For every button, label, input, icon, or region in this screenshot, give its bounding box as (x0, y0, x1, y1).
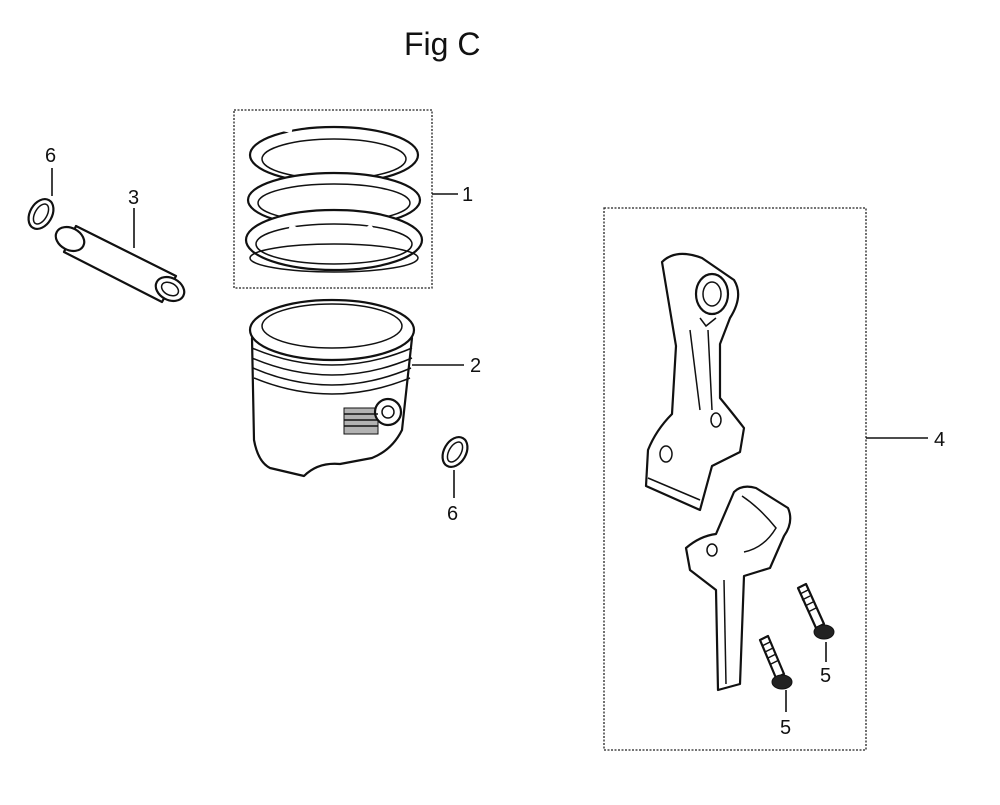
rod-assembly-frame (603, 207, 867, 751)
callout-3: 3 (128, 187, 139, 209)
callout-6a: 6 (45, 145, 56, 167)
ring-set-frame (233, 109, 433, 289)
connecting-rod-upper (644, 252, 746, 512)
piston[interactable] (248, 298, 416, 478)
rod-bolt-right (796, 582, 835, 640)
callout-4: 4 (934, 429, 945, 451)
oil-ring (244, 208, 424, 273)
connecting-rod-cap (684, 485, 792, 692)
callout-numbers: 1 2 3 4 5 5 6 6 (45, 145, 945, 739)
connecting-rod-assembly[interactable] (603, 207, 867, 751)
piston-pin[interactable] (52, 222, 189, 306)
callout-5a: 5 (820, 665, 831, 687)
callout-2: 2 (470, 355, 481, 377)
callout-6b: 6 (447, 503, 458, 525)
rod-bolt-left (758, 634, 793, 690)
figure-title: Fig C (404, 26, 481, 62)
pin-clip-left[interactable] (23, 195, 58, 234)
callout-1: 1 (462, 184, 473, 206)
leader-lines (51, 168, 928, 712)
callout-5b: 5 (780, 717, 791, 739)
piston-pin-boss (343, 397, 403, 435)
pin-clip-right[interactable] (437, 433, 472, 472)
piston-ring-set[interactable] (233, 109, 433, 289)
